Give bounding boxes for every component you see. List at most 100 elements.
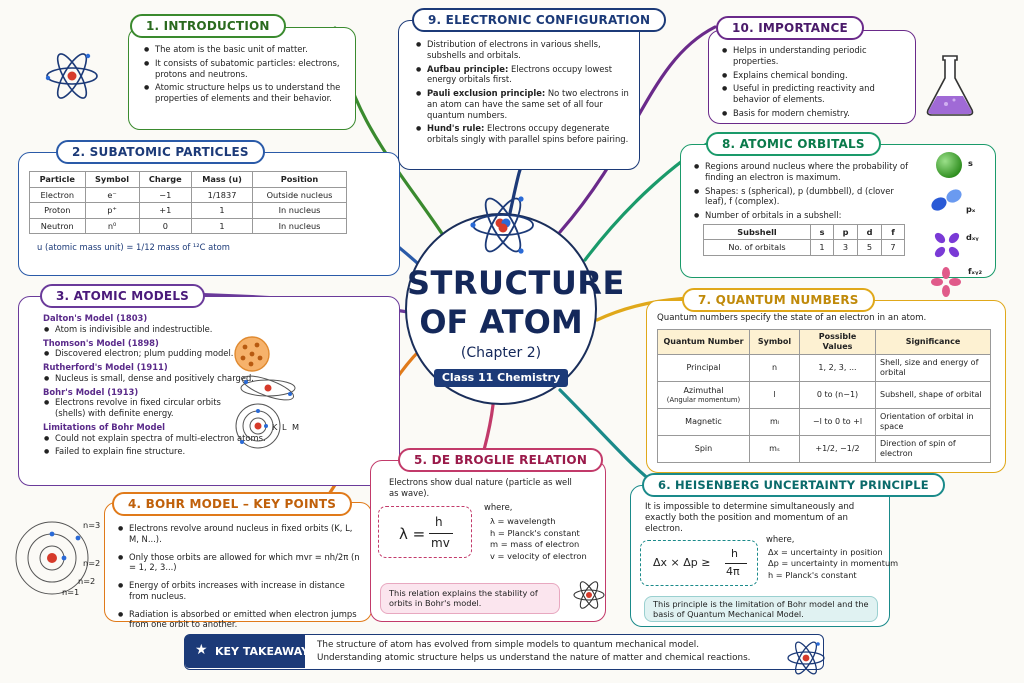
list-item: Distribution of electrons in various she… [415, 39, 629, 61]
electronic-configuration-title: 9. ELECTRONIC CONFIGURATION [412, 8, 667, 32]
atomic-models-title: 3. ATOMIC MODELS [40, 284, 206, 308]
table-row: Azimuthal(Angular momentum) l 0 to (n−1)… [657, 381, 991, 410]
s-orbital-icon [936, 152, 962, 178]
orbitals-count-table: Subshell s p d f No. of orbitals 1 3 5 7 [702, 223, 905, 256]
s-orbital-label: s [968, 158, 973, 168]
flask-icon [926, 55, 974, 116]
table-header-row: Subshell s p d f [702, 223, 905, 241]
table-cell: Orientation of orbital in space [875, 408, 991, 437]
limitations-title: Limitations of Bohr Model [43, 421, 166, 432]
column-header: s [810, 223, 834, 241]
list-item: Explains chemical bonding. [721, 70, 905, 81]
quantum-numbers-title: 7. QUANTUM NUMBERS [682, 288, 875, 312]
table-cell: Principal [657, 354, 750, 383]
table-cell: 1 [191, 217, 254, 234]
electronic-configuration-panel: Distribution of electrons in various she… [398, 20, 640, 170]
table-cell: mₛ [749, 435, 800, 464]
list-item: Nucleus is small, dense and positively c… [43, 373, 389, 384]
de-broglie-intro: Electrons show dual nature (particle as … [389, 477, 572, 498]
key-takeaway-line-2: Understanding atomic structure helps us … [317, 653, 751, 663]
bohr-points-list: Electrons revolve around nucleus in fixe… [117, 523, 361, 630]
subatomic-particles-panel: Particle Symbol Charge Mass (u) Position… [18, 152, 400, 276]
quantum-name: Spin [694, 444, 713, 454]
list-item: It consists of subatomic particles: elec… [143, 58, 345, 80]
de-broglie-note: This relation explains the stability of … [380, 583, 560, 614]
quantum-name: Azimuthal [683, 386, 724, 395]
table-cell: 0 [138, 217, 193, 234]
table-row: Principal n 1, 2, 3, ... Shell, size and… [657, 354, 991, 383]
key-takeaway-label-block: ★ KEY TAKEAWAY [185, 635, 309, 668]
table-cell: Spin [657, 435, 750, 464]
table-header-row: Particle Symbol Charge Mass (u) Position [29, 171, 347, 188]
list-item: Could not explain spectra of multi-elect… [43, 433, 389, 444]
column-header: f [881, 223, 905, 241]
list-item: Basis for modern chemistry. [721, 108, 905, 119]
definition-item: m = mass of electron [490, 539, 580, 550]
heisenberg-formula: Δx × Δp ≥ h 4π [640, 540, 758, 586]
table-cell: 7 [881, 239, 905, 256]
item-text: No two electrons in an atom can have the… [427, 88, 629, 120]
column-header: Position [252, 171, 347, 188]
heisenberg-note: This principle is the limitation of Bohr… [644, 596, 878, 622]
definition-item: λ = wavelength [490, 516, 556, 526]
table-cell: 1, 2, 3, ... [799, 354, 876, 383]
column-header: Particle [29, 171, 86, 188]
orbit-label: n=2 [78, 576, 96, 586]
table-cell: mₗ [749, 408, 800, 437]
quantum-name: Principal [686, 363, 721, 373]
list-item: Only those orbits are allowed for which … [117, 552, 361, 574]
item-bold: Hund's rule: [427, 123, 485, 134]
plum-pudding-icon [234, 336, 270, 372]
atom-icon [470, 196, 534, 254]
table-cell: 1 [191, 202, 254, 219]
orbitals-list: Regions around nucleus where the probabi… [693, 161, 915, 221]
quantum-numbers-panel: Quantum numbers specify the state of an … [646, 300, 1006, 473]
atomic-models-panel: Dalton's Model (1803) Atom is indivisibl… [18, 296, 400, 486]
list-item: Electrons revolve in fixed circular orbi… [43, 397, 243, 419]
formula-lhs: Δx × Δp ≥ [653, 556, 711, 569]
list-item: Radiation is absorbed or emitted when el… [117, 609, 361, 631]
table-cell: 5 [857, 239, 882, 256]
list-item: Number of orbitals in a subshell: [693, 210, 915, 221]
rutherford-model-name: Rutherford's Model (1911) [43, 362, 168, 372]
table-cell: In nucleus [252, 202, 347, 219]
quantum-numbers-table: Quantum Number Symbol Possible Values Si… [657, 328, 991, 464]
column-header: Symbol [84, 171, 140, 188]
introduction-list: The atom is the basic unit of matter. It… [143, 44, 345, 104]
table-header-row: Quantum Number Symbol Possible Values Si… [657, 328, 991, 356]
dalton-model-name: Dalton's Model (1803) [43, 313, 148, 323]
column-header: Symbol [749, 328, 800, 356]
heisenberg-intro: It is impossible to determine simultaneo… [645, 502, 855, 534]
column-header: p [833, 223, 858, 241]
table-cell: e⁻ [84, 186, 140, 203]
definition-item: h = Planck's constant [490, 527, 580, 538]
orbit-label: n=3 [83, 520, 101, 530]
definition-item: Δx = uncertainty in position [768, 547, 883, 557]
table-cell: p⁺ [84, 202, 140, 219]
column-header: d [857, 223, 882, 241]
rutherford-atom-icon [240, 375, 296, 401]
introduction-title: 1. INTRODUCTION [130, 14, 286, 38]
d-orbital-icon [934, 232, 960, 258]
f-orbital-icon [931, 267, 961, 297]
key-takeaway-label: KEY TAKEAWAY [215, 645, 310, 658]
item-text: Electrons occupy degenerate orbitals sin… [427, 123, 629, 144]
introduction-panel: The atom is the basic unit of matter. It… [128, 27, 356, 130]
column-header: Significance [875, 328, 991, 356]
p-orbital-icon [931, 189, 962, 211]
chapter-label: (Chapter 2) [460, 345, 542, 361]
table-cell: +1/2, −1/2 [799, 435, 876, 464]
de-broglie-title: 5. DE BROGLIE RELATION [398, 448, 604, 472]
quantum-subname: (Angular momentum) [666, 396, 741, 405]
table-cell: Magnetic [657, 408, 750, 437]
table-cell: 1/1837 [191, 186, 254, 203]
formula-numerator: h [435, 515, 443, 529]
atomic-orbitals-title: 8. ATOMIC ORBITALS [706, 132, 881, 156]
table-cell: −l to 0 to +l [799, 408, 876, 437]
formula-denominator: 4π [726, 565, 740, 578]
table-cell: Subshell, shape of orbital [875, 381, 991, 410]
shell-label-k: K [272, 422, 278, 432]
formula-numerator: h [731, 547, 738, 560]
column-header: Quantum Number [657, 328, 750, 356]
